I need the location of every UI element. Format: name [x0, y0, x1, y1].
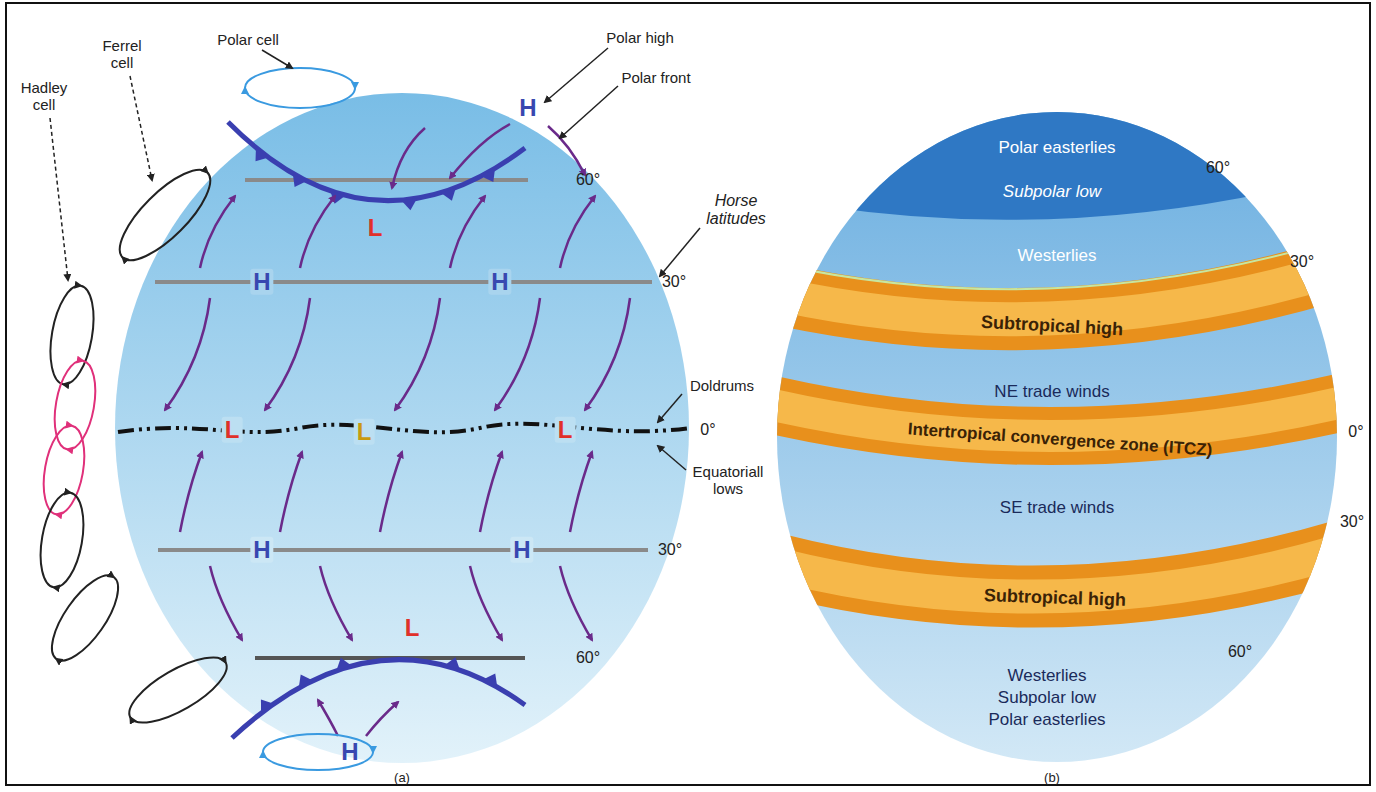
- circulation-cell: [245, 68, 355, 108]
- wind-arrow: [560, 196, 595, 268]
- high-pressure-letter: H: [516, 95, 539, 121]
- wind-arrow: [392, 128, 425, 188]
- cell-label: Ferrel cell: [97, 38, 147, 71]
- latitude-mark: 60°: [576, 171, 600, 189]
- low-pressure-letter: L: [555, 417, 576, 443]
- pressure-label: Polar high: [606, 30, 674, 47]
- latitude-mark: 30°: [658, 541, 682, 559]
- latitude-mark: 30°: [1290, 253, 1314, 271]
- pressure-belt: Subpolar low: [1003, 183, 1101, 202]
- wind-arrow: [480, 452, 502, 532]
- latitude-mark: 0°: [1348, 423, 1363, 441]
- high-pressure-letter: H: [510, 537, 533, 563]
- high-pressure-letter: H: [250, 537, 273, 563]
- wind-arrow: [300, 196, 335, 268]
- front-symbol: [483, 674, 497, 687]
- low-pressure-letter: L: [354, 419, 375, 445]
- band-label: Subtropical high: [984, 585, 1127, 611]
- wind-arrow: [318, 700, 338, 736]
- wind-arrow: [560, 566, 592, 640]
- circulation-cell: [263, 734, 373, 770]
- wind-arrow: [585, 298, 630, 410]
- wind-arrow: [380, 452, 402, 532]
- panel-label: (a): [394, 771, 410, 785]
- latitude-name: Doldrums: [690, 378, 754, 395]
- circulation-cell: [107, 157, 223, 273]
- wind-arrow: [495, 298, 540, 410]
- front-symbol: [445, 657, 460, 670]
- wind-arrow: [366, 702, 398, 736]
- circulation-cell: [34, 489, 90, 590]
- circulation-cell: [120, 645, 235, 735]
- cell-label: Polar cell: [217, 32, 279, 49]
- wind-belt: NE trade winds: [994, 383, 1109, 402]
- front-symbol: [256, 148, 269, 162]
- high-pressure-letter: H: [250, 269, 273, 295]
- wind-arrow: [470, 566, 502, 640]
- wind-arrow: [320, 566, 352, 640]
- wind-belt: Westerlies: [1017, 247, 1096, 266]
- circulation-cell: [37, 422, 90, 517]
- wind-arrow: [395, 298, 440, 410]
- front-symbol: [299, 674, 313, 687]
- pressure-band: Subtropical high: [978, 583, 1133, 613]
- front-label: Polar front: [621, 70, 690, 87]
- front-symbol: [336, 658, 351, 671]
- wind-belt: Polar easterlies: [988, 711, 1105, 730]
- wind-arrow: [210, 566, 242, 640]
- low-pressure-letter: L: [222, 417, 243, 443]
- low-pressure-letter: L: [402, 615, 423, 641]
- wind-belt: Polar easterlies: [998, 139, 1115, 158]
- front-symbol: [441, 188, 456, 201]
- front-symbol: [481, 168, 495, 182]
- wind-arrow: [570, 452, 592, 532]
- wind-arrow: [450, 196, 485, 268]
- latitude-mark: 60°: [576, 649, 600, 667]
- band-label: Subtropical high: [981, 312, 1124, 340]
- wind-belt: SE trade winds: [1000, 499, 1114, 518]
- pressure-belt: Subpolar low: [998, 689, 1096, 708]
- latitude-mark: 30°: [1340, 513, 1364, 531]
- wind-arrow: [165, 298, 210, 410]
- latitude-mark: 0°: [700, 421, 715, 439]
- panel-label: (b): [1044, 771, 1060, 785]
- pressure-label: Equatoriall lows: [680, 464, 776, 497]
- wind-arrow: [280, 452, 302, 532]
- wind-belt: Westerlies: [1007, 667, 1086, 686]
- front-symbol: [261, 700, 274, 714]
- wind-arrow: [265, 298, 310, 410]
- circulation-cell: [48, 357, 101, 452]
- cell-label: Hadley cell: [16, 80, 72, 113]
- wind-arrow: [180, 452, 202, 532]
- wind-arrow: [450, 124, 510, 178]
- low-pressure-letter: L: [365, 215, 386, 241]
- latitude-mark: 60°: [1206, 159, 1230, 177]
- front-symbol: [293, 173, 307, 186]
- wind-arrow: [548, 126, 585, 175]
- latitude-mark: 30°: [662, 273, 686, 291]
- high-pressure-letter: H: [488, 269, 511, 295]
- front-symbol: [401, 198, 417, 210]
- wind-arrow: [200, 196, 235, 268]
- latitude-mark: 60°: [1228, 643, 1252, 661]
- latitude-name: Horse latitudes: [695, 192, 777, 227]
- circulation-cell: [40, 566, 130, 671]
- high-pressure-letter: H: [338, 739, 361, 765]
